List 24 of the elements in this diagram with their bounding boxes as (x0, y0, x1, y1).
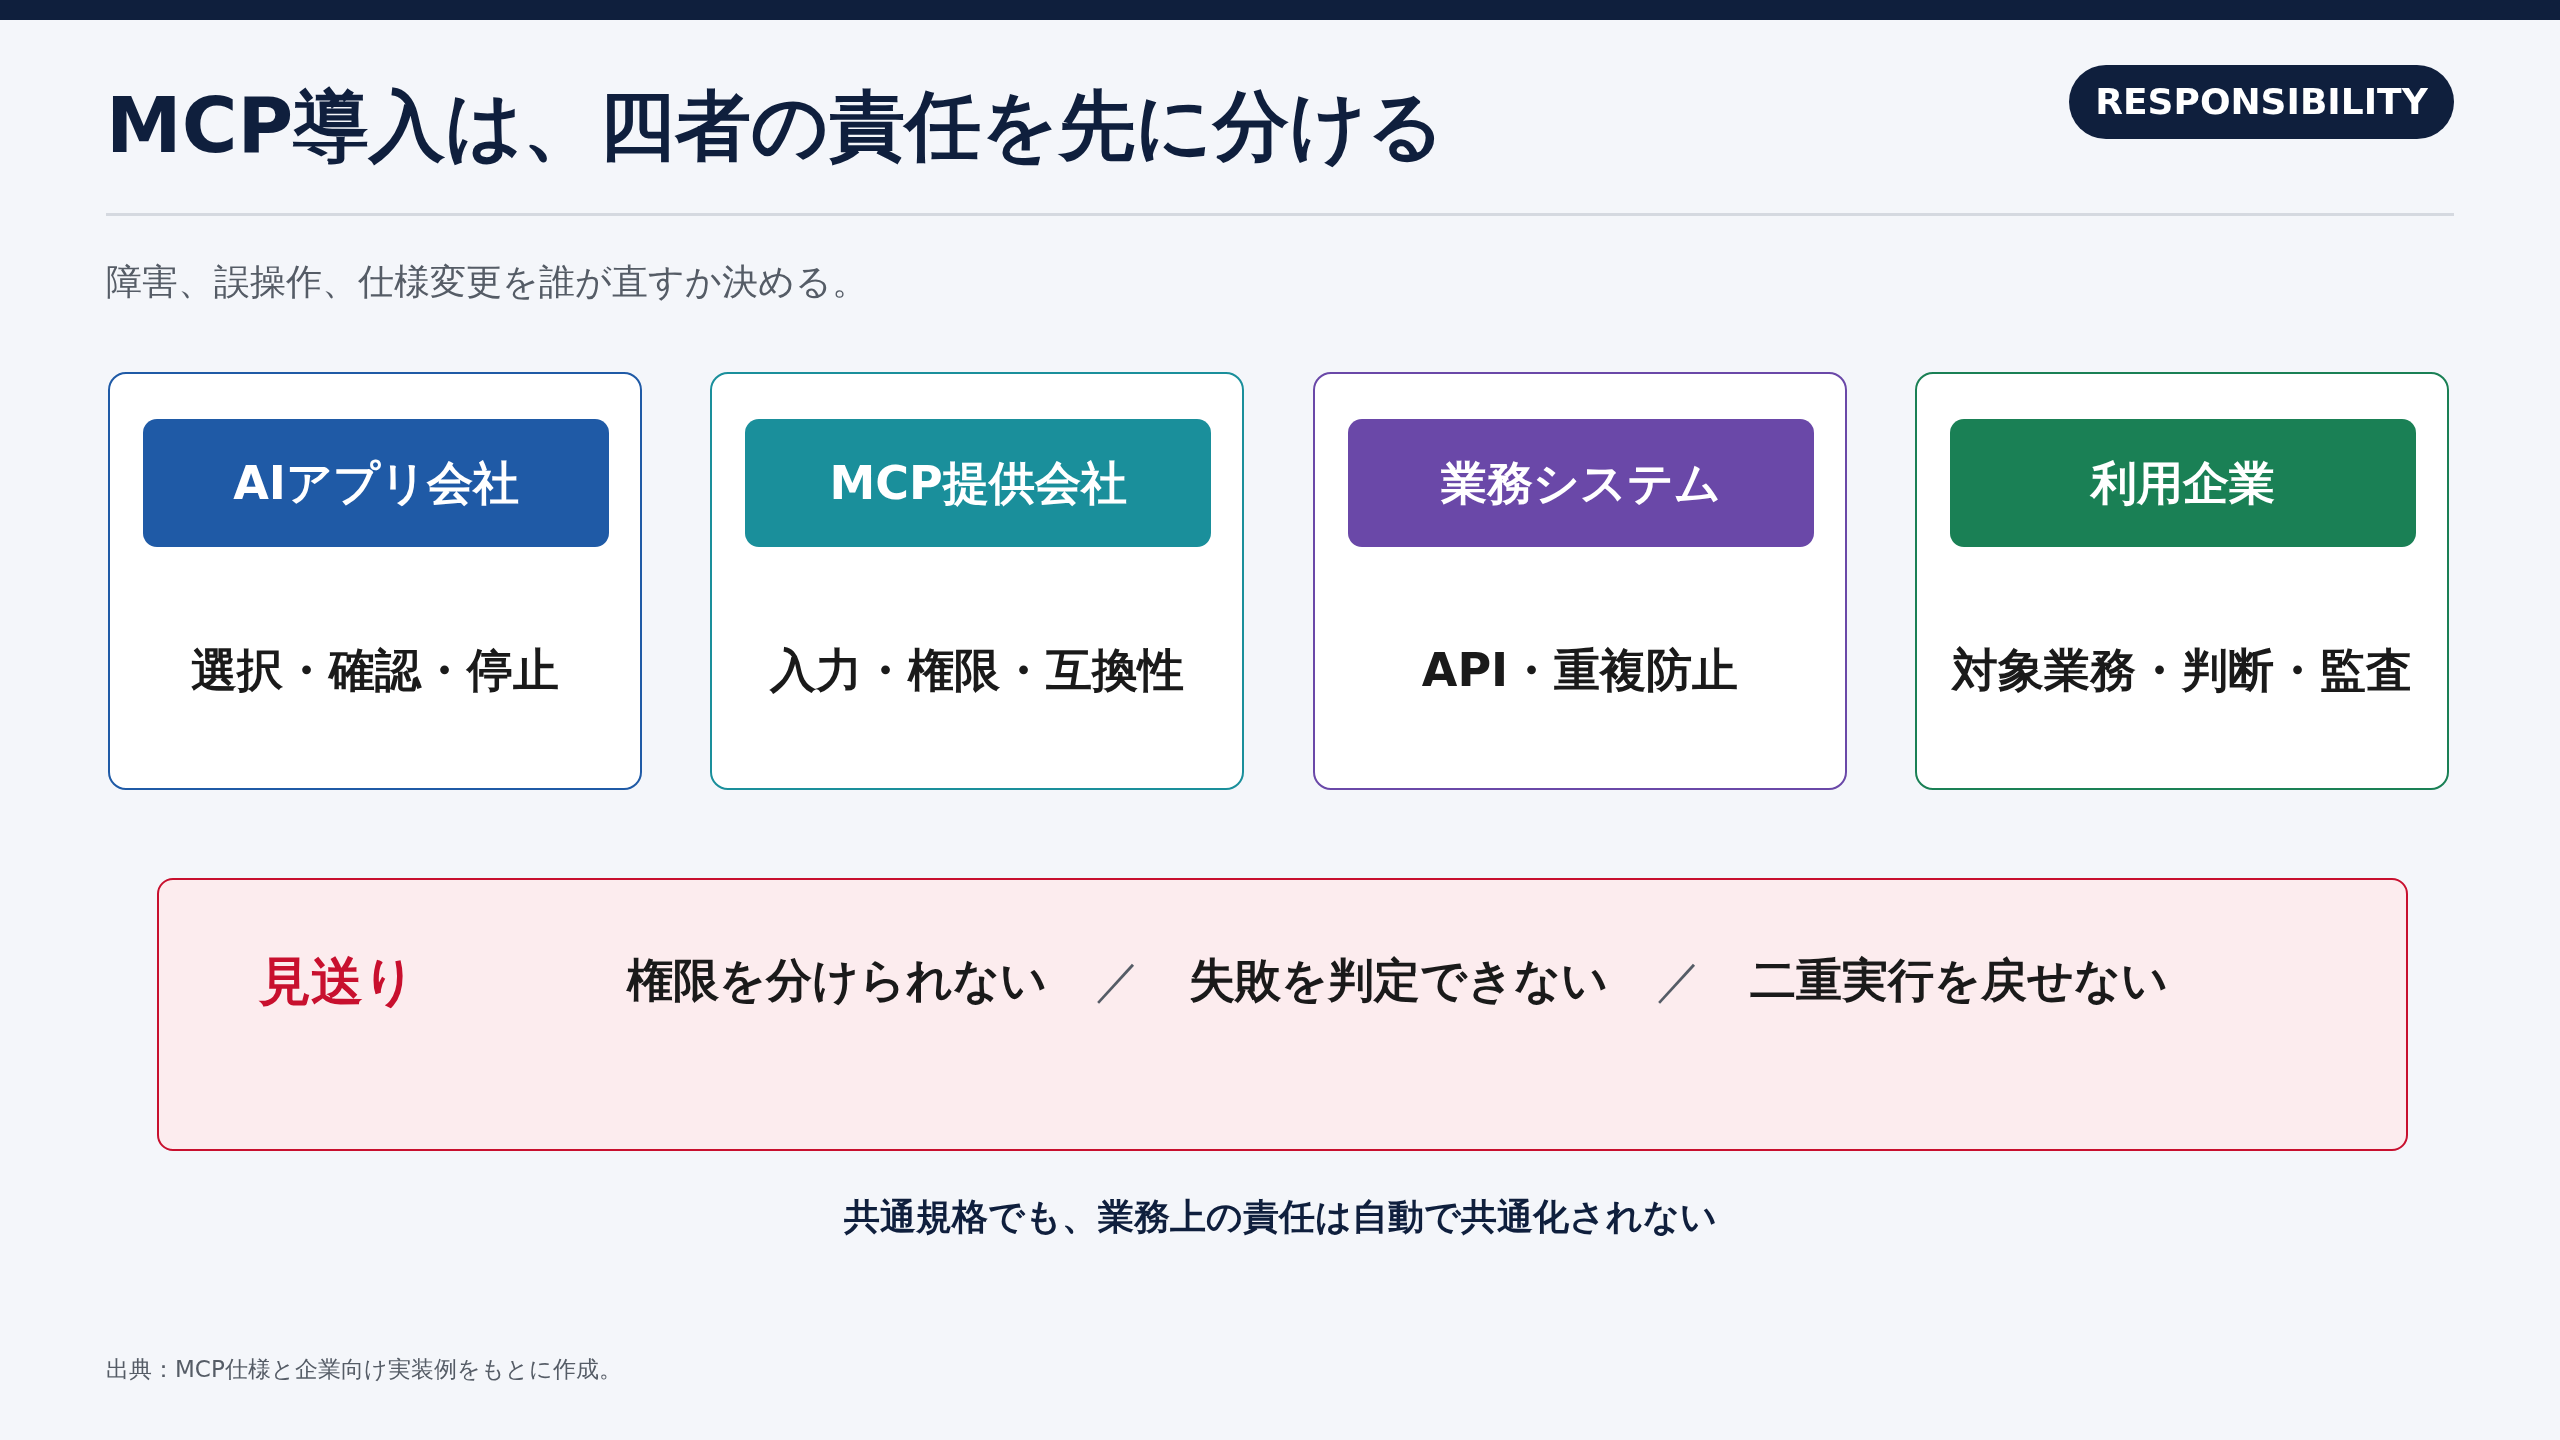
reason-text: 失敗を判定できない (1189, 952, 1608, 1009)
subtitle: 障害、誤操作、仕様変更を誰が直すか決める。 (106, 260, 868, 304)
responsibility-card (1915, 372, 2449, 790)
category-badge: RESPONSIBILITY (2069, 65, 2454, 139)
source-note: 出典：MCP仕様と企業向け実装例をもとに作成。 (106, 1355, 622, 1384)
responsibility-card (710, 372, 1244, 790)
reason-text: 二重実行を戻せない (1750, 952, 2168, 1009)
party-header: AIアプリ会社 (143, 419, 609, 547)
responsibility-card (108, 372, 642, 790)
duty-text: 選択・確認・停止 (191, 642, 559, 700)
reason-text: 権限を分けられない (627, 952, 1047, 1009)
separator-slash: ／ (1656, 952, 1702, 1009)
note-text: 共通規格でも、業務上の責任は自動で共通化されない (843, 1195, 1717, 1239)
rejection-panel (157, 878, 2408, 1151)
duty-text: 対象業務・判断・監査 (1952, 642, 2412, 700)
header-bar (0, 0, 2560, 20)
responsibility-card (1313, 372, 1847, 790)
party-header: 利用企業 (1950, 419, 2416, 547)
party-header: 業務システム (1348, 419, 1814, 547)
panel-heading: 見送り (259, 950, 416, 1013)
party-header: MCP提供会社 (745, 419, 1211, 547)
duty-text: API・重複防止 (1421, 642, 1739, 700)
separator-slash: ／ (1095, 952, 1141, 1009)
duty-text: 入力・権限・互換性 (770, 642, 1184, 700)
